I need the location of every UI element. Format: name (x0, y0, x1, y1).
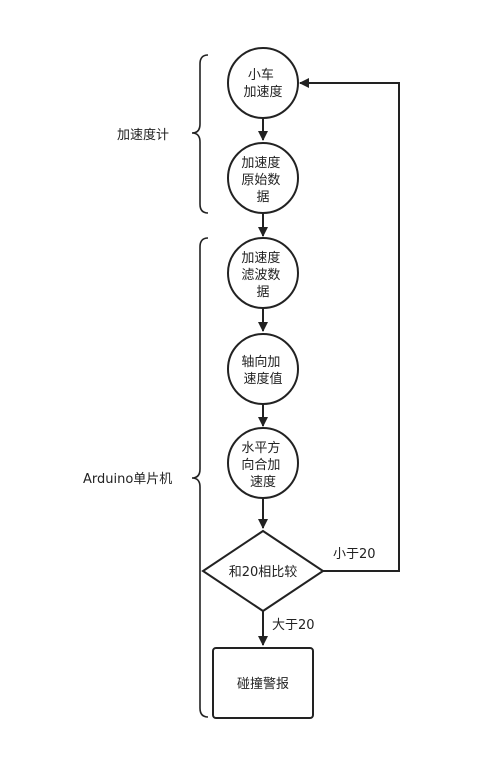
node-filtered-acceleration (227, 237, 299, 309)
node-raw-acceleration (227, 142, 299, 214)
edge-decision-loop-back (299, 78, 400, 572)
edge-label-less-than: 小于20 (333, 547, 376, 562)
brace-arduino (191, 237, 209, 718)
node-collision-alarm (212, 647, 314, 719)
group-label-arduino: Arduino单片机 (83, 472, 172, 487)
node-compare-decision-text: 和20相比较 (229, 565, 298, 580)
node-filtered-acceleration-text: 加速度 滤波数 据 (241, 250, 284, 300)
edge-label-greater-than: 大于20 (272, 618, 315, 633)
node-collision-alarm-text: 碰撞警报 (237, 676, 289, 692)
group-label-accelerometer: 加速度计 (117, 127, 169, 143)
node-car-acceleration-text: 小车 加速度 (243, 67, 282, 100)
node-axial-acceleration (227, 333, 299, 405)
node-car-acceleration (227, 47, 299, 119)
node-horizontal-resultant (227, 427, 299, 499)
node-raw-acceleration-text: 加速度 原始数 据 (241, 155, 284, 205)
node-compare-decision (201, 529, 325, 613)
node-horizontal-resultant-text: 水平方 向合加 速度 (241, 440, 284, 490)
brace-accelerometer (191, 54, 209, 214)
node-axial-acceleration-text: 轴向加 速度值 (241, 354, 284, 387)
